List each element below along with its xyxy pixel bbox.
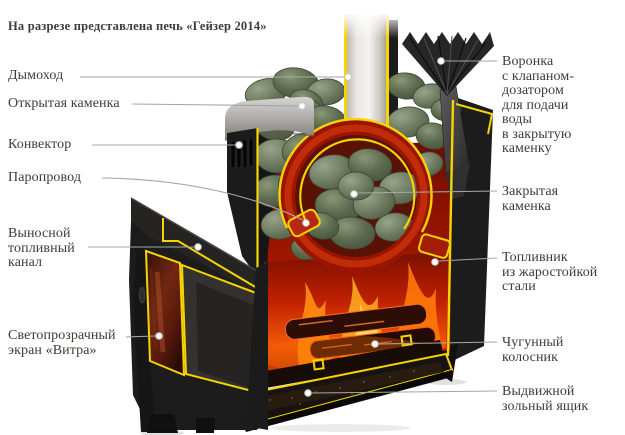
dot-toplivnik bbox=[431, 258, 439, 266]
leader-paroprovod bbox=[101, 177, 304, 221]
dot-zakrytaya bbox=[350, 190, 358, 198]
leader-zolnik bbox=[311, 390, 498, 394]
label-otkrytaya-kamenka: Открытая каменка bbox=[8, 96, 120, 111]
leader-toplivnik bbox=[438, 257, 498, 262]
callout-dots bbox=[155, 57, 445, 397]
label-dymohod: Дымоход bbox=[8, 68, 64, 83]
label-kolosnik: Чугунный колосник bbox=[502, 335, 564, 365]
grate-band bbox=[260, 334, 444, 388]
stove-body bbox=[129, 12, 494, 435]
leader-zakrytaya bbox=[357, 190, 498, 194]
leader-kolosnik bbox=[378, 341, 498, 345]
dot-zolnik bbox=[304, 389, 312, 397]
page-title: На разрезе представлена печь «Гейзер 201… bbox=[8, 19, 267, 33]
leader-otkrytaya bbox=[131, 103, 300, 107]
convector-panel bbox=[224, 96, 315, 278]
dot-konvektor bbox=[235, 141, 243, 149]
leader-ekran bbox=[125, 335, 156, 338]
label-zakrytaya-kamenka: Закрытая каменка bbox=[502, 184, 559, 214]
label-konvektor: Конвектор bbox=[8, 137, 72, 152]
leader-lines bbox=[80, 60, 498, 394]
dot-paroprovod bbox=[302, 219, 310, 227]
fuel-channel bbox=[129, 197, 268, 432]
dot-dymohod bbox=[344, 73, 352, 81]
dot-kolosnik bbox=[371, 340, 379, 348]
stove-legs bbox=[140, 379, 466, 435]
label-voronka: Воронка с клапаном- дозатором для подачи… bbox=[502, 54, 575, 156]
label-ekran-vitra: Светопрозрачный экран «Витра» bbox=[8, 328, 116, 358]
dot-voronka bbox=[437, 57, 445, 65]
ash-drawer bbox=[234, 352, 454, 432]
dot-otkrytaya bbox=[298, 102, 306, 110]
dot-ekran bbox=[155, 332, 163, 340]
dot-vynosnoy bbox=[194, 243, 202, 251]
label-paroprovod: Паропровод bbox=[8, 170, 82, 185]
label-vynosnoy-kanal: Выносной топливный канал bbox=[8, 226, 75, 270]
label-toplivnik: Топливник из жаростойкой стали bbox=[502, 250, 598, 294]
label-zolnyy-yashchik: Выдвижной зольный ящик bbox=[502, 384, 589, 414]
